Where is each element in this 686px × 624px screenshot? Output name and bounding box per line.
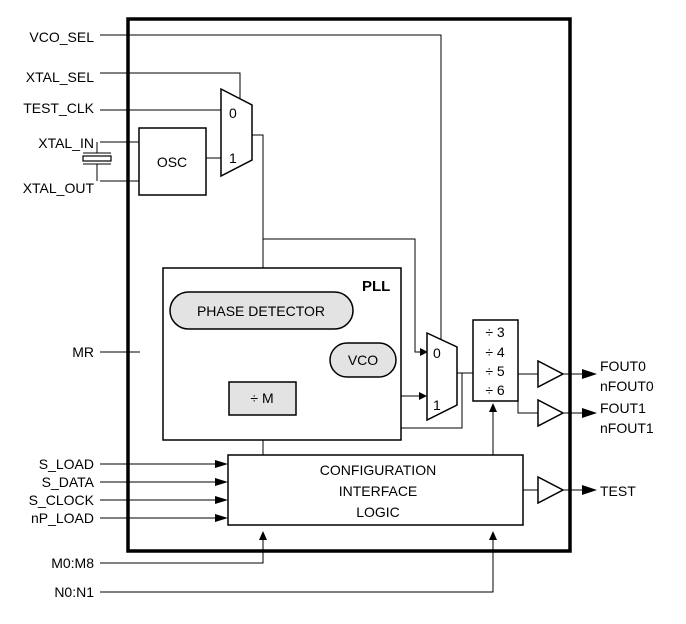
- pin-vco-sel: VCO_SEL: [29, 29, 94, 45]
- arrow-mux0-in: [420, 348, 428, 356]
- pin-xtal-in: XTAL_IN: [38, 135, 94, 151]
- arrow-config-div: [489, 403, 497, 412]
- config-logic-block: [227, 454, 524, 526]
- phase-detector-block: [169, 291, 354, 330]
- pin-s-data: S_DATA: [42, 474, 95, 490]
- arrow-m-bus: [259, 531, 267, 540]
- crystal-icon: [82, 152, 112, 165]
- arrow-mux1-in: [419, 392, 427, 400]
- pin-fout0: FOUT0: [600, 358, 646, 374]
- osc-label: OSC: [157, 154, 187, 170]
- vco-mux: [426, 331, 458, 422]
- config-label-line3: LOGIC: [356, 504, 400, 520]
- pin-s-clock: S_CLOCK: [29, 492, 95, 508]
- config-label-line2: INTERFACE: [339, 483, 418, 499]
- chip-boundary: [126, 17, 572, 553]
- input-mux-label-0: 0: [229, 105, 237, 121]
- arrow-n-bus: [489, 531, 497, 540]
- buffer-fout0: [537, 359, 565, 389]
- pin-nfout0: nFOUT0: [600, 378, 654, 394]
- vco-mux-label-0: 0: [433, 345, 441, 361]
- arrow-test-out: [582, 485, 597, 495]
- config-label-line1: CONFIGURATION: [320, 462, 436, 478]
- wire-mux-out: [252, 134, 264, 278]
- wire-ref-bypass: [263, 238, 420, 353]
- pin-fout1: FOUT1: [600, 400, 646, 416]
- wire-m-bus: [100, 540, 264, 564]
- pin-nfout1: nFOUT1: [600, 420, 654, 436]
- output-divider-block: [472, 319, 519, 402]
- wire-vco-sel: [100, 34, 442, 343]
- output-divider-option: ÷ 3: [485, 324, 505, 340]
- pin-xtal-sel: XTAL_SEL: [26, 69, 94, 85]
- input-mux-label-1: 1: [229, 150, 237, 166]
- input-mux: [220, 87, 253, 178]
- pin-test-clk: TEST_CLK: [23, 100, 94, 116]
- osc-block: [138, 127, 207, 196]
- pin-np-load: nP_LOAD: [31, 510, 94, 526]
- arrow-s-data: [215, 478, 228, 486]
- output-divider-option: ÷ 5: [485, 363, 505, 379]
- divide-m-label: ÷ M: [250, 390, 273, 406]
- pin-n-bus: N0:N1: [54, 584, 94, 600]
- pin-test-out: TEST: [600, 483, 636, 499]
- phase-detector-label: PHASE DETECTOR: [197, 303, 325, 319]
- wire-div-buf1: [517, 374, 538, 414]
- wire-n-bus: [100, 540, 494, 593]
- pin-s-load: S_LOAD: [39, 456, 94, 472]
- pin-mr: MR: [72, 344, 94, 360]
- buffer-test: [537, 475, 565, 505]
- pll-label: PLL: [362, 278, 390, 295]
- vco-label: VCO: [348, 352, 378, 368]
- pin-m-bus: M0:M8: [51, 555, 94, 571]
- pin-xtal-out: XTAL_OUT: [23, 180, 95, 196]
- output-divider-option: ÷ 4: [485, 344, 505, 360]
- arrow-fout1: [582, 408, 597, 418]
- arrow-fout0: [582, 369, 597, 379]
- wire-xtal-sel: [100, 72, 241, 98]
- arrow-s-clock: [215, 496, 228, 504]
- vco-mux-label-1: 1: [433, 397, 441, 413]
- output-divider-option: ÷ 6: [485, 382, 505, 398]
- arrow-s-load: [215, 460, 228, 468]
- buffer-fout1: [537, 398, 565, 428]
- divide-m-block: [228, 381, 297, 416]
- arrow-np-load: [215, 514, 228, 522]
- vco-block: [329, 342, 397, 378]
